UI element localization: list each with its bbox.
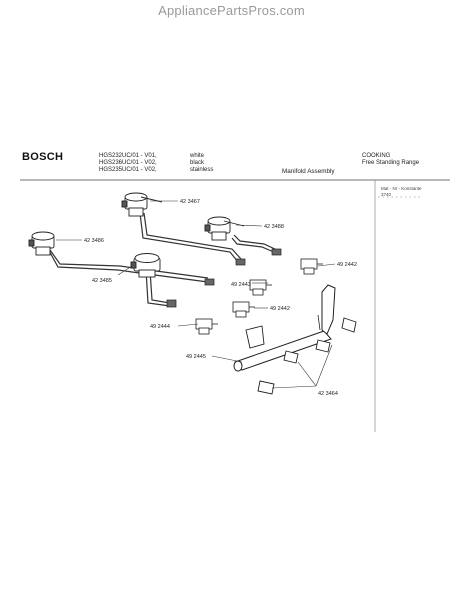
callout-423486: 42 3486: [84, 238, 104, 244]
tube-front-left-inner: [145, 269, 171, 307]
tube-rear-right-inner: [233, 234, 278, 251]
leader-492442a: [317, 263, 336, 267]
color-list: white black stainless: [190, 153, 213, 175]
tube-rear-left-inner: [143, 212, 242, 260]
tube-rear-left: [139, 212, 239, 263]
color-variant: white: [190, 153, 205, 159]
manifold-pipe: [233, 284, 336, 372]
manifold-brackets: [245, 317, 357, 395]
leader-423464b: [297, 361, 317, 387]
leader-lines: [56, 200, 336, 389]
color-variant: black: [190, 160, 205, 167]
tube-left-burner-inner: [49, 249, 209, 279]
leader-423485: [117, 265, 133, 276]
valve-fitting-492443: [249, 279, 272, 296]
gas-tubes: [46, 212, 278, 307]
tube-left-burner: [46, 246, 209, 283]
tube-front-left: [149, 269, 171, 304]
burner-valve-front-left: [130, 253, 161, 278]
category-subtitle: Free Standing Range: [362, 160, 420, 167]
callout-492445: 49 2445: [186, 354, 206, 360]
callout-492444: 49 2444: [150, 324, 170, 330]
fab-value: 3740: [381, 191, 392, 197]
valve-fitting-492442b: [232, 301, 255, 318]
valve-fitting-492442a: [300, 258, 323, 275]
leader-423464a: [315, 344, 333, 387]
callout-492442b: 49 2442: [270, 306, 290, 312]
model-number: HGS232UC/01 - V01,: [99, 153, 157, 159]
model-number: HGS236UC/01 - V02,: [99, 160, 157, 167]
fab-block: Mat - Nr - Konstante 3740: [381, 186, 422, 197]
callout-492443: 49 2443: [231, 282, 251, 288]
leader-492445: [211, 355, 243, 363]
color-variant: stainless: [190, 167, 214, 174]
watermark: AppliancePartsPros.com: [158, 3, 305, 18]
leader-423464c: [271, 385, 317, 389]
burner-valve-rear-right: [204, 216, 245, 241]
burner-valve-rear-left: [121, 192, 163, 217]
callout-423485: 42 3485: [92, 278, 112, 284]
callout-423464: 42 3464: [318, 391, 338, 397]
tube-rear-right: [231, 237, 277, 254]
fab-header: Mat - Nr - Konstante: [381, 186, 422, 191]
section-title: Manifold Assembly: [282, 168, 335, 175]
leader-423488: [235, 224, 263, 227]
callout-423488: 42 3488: [264, 224, 284, 230]
burner-valve-left: [28, 231, 55, 256]
leader-492444: [177, 323, 199, 327]
callout-423467: 42 3467: [180, 199, 200, 205]
tube-fittings: [166, 248, 282, 308]
callout-492442a: 49 2442: [337, 262, 357, 268]
brand-logo: BOSCH: [22, 151, 64, 163]
category-title: COOKING: [362, 153, 391, 159]
model-list: HGS232UC/01 - V01, HGS236UC/01 - V02, HG…: [99, 153, 157, 175]
valve-fitting-492444: [195, 318, 218, 335]
category-block: COOKING Free Standing Range: [362, 153, 419, 167]
model-number: HGS235UC/01 - V02,: [99, 167, 157, 174]
